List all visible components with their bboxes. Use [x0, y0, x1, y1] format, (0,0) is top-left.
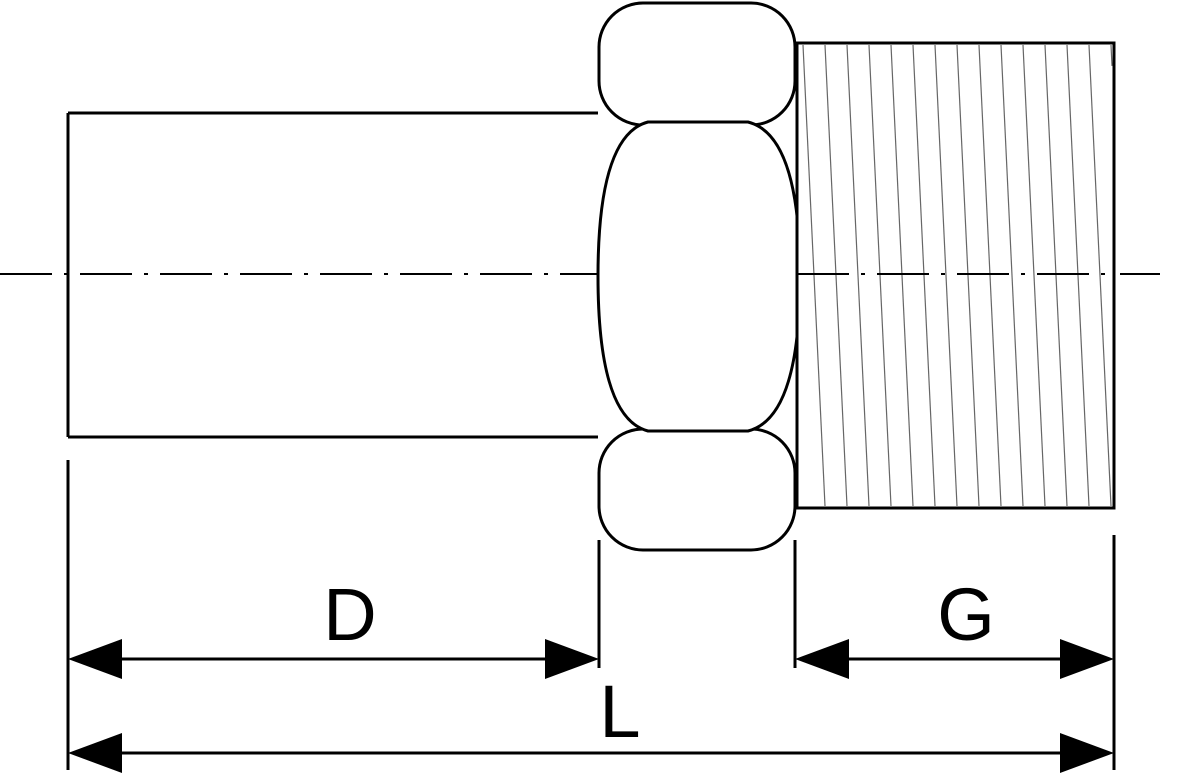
dimension-d-label: D: [323, 573, 376, 656]
extension-lines: [66, 460, 1116, 770]
dimension-d: D: [68, 573, 599, 679]
thread-line: [802, 44, 826, 507]
thread-line: [1022, 44, 1046, 507]
thread-line: [1066, 44, 1090, 507]
hex-nut-bottom-flat: [597, 427, 797, 552]
hex-nut: [596, 1, 802, 552]
thread-line: [868, 44, 892, 507]
hex-nut-top-flat: [597, 1, 797, 127]
pipe-spigot: [66, 111, 598, 439]
thread-line: [934, 44, 958, 507]
thread-line: [956, 44, 980, 507]
dimension-l-label: L: [599, 670, 640, 753]
arrowhead-d-left: [68, 639, 122, 679]
thread-line: [846, 44, 870, 507]
arrowhead-l-right: [1060, 733, 1114, 773]
dimension-g-label: G: [937, 573, 995, 656]
thread-line: [890, 44, 914, 507]
thread-line: [1044, 44, 1068, 507]
thread-line: [912, 44, 936, 507]
thread-line: [1000, 44, 1024, 507]
thread-hatch: [802, 44, 1113, 507]
thread-line: [978, 44, 1002, 507]
arrowhead-d-right: [545, 639, 599, 679]
threaded-end: [795, 41, 1116, 510]
arrowhead-g-left: [795, 639, 849, 679]
arrowhead-l-left: [68, 733, 122, 773]
dimension-l: L: [68, 670, 1114, 773]
arrowhead-g-right: [1060, 639, 1114, 679]
thread-line: [824, 44, 848, 507]
thread-outline: [795, 41, 1116, 510]
thread-line: [1110, 44, 1113, 66]
dimension-g: G: [795, 573, 1114, 679]
thread-line: [1088, 44, 1112, 507]
hex-nut-center-flat: [596, 120, 802, 433]
